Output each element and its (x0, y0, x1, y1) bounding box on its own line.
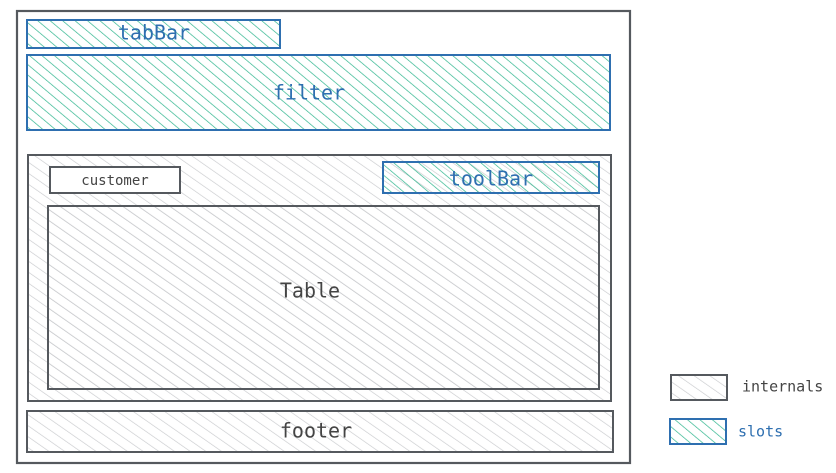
footer-label: footer (280, 419, 352, 443)
legend-slots-swatch (669, 418, 727, 445)
legend-slots: slots (669, 418, 783, 445)
tool-bar-slot: toolBar (382, 161, 600, 194)
footer-box: footer (26, 410, 614, 453)
tab-bar-label: tabBar (118, 21, 190, 45)
tool-bar-label: toolBar (449, 167, 533, 191)
table-box: Table (47, 205, 600, 390)
customer-box: customer (49, 166, 181, 194)
outer-container (15, 9, 632, 465)
customer-label: customer (81, 173, 148, 189)
legend-internals-label: internals (742, 378, 823, 396)
table-label: Table (280, 279, 340, 303)
legend: internals slots (669, 374, 823, 445)
filter-slot: filter (26, 54, 611, 131)
legend-internals-swatch (670, 374, 728, 401)
filter-label: filter (273, 81, 345, 105)
legend-slots-label: slots (738, 423, 783, 441)
legend-internals: internals (670, 374, 823, 401)
tab-bar-slot: tabBar (26, 19, 281, 49)
